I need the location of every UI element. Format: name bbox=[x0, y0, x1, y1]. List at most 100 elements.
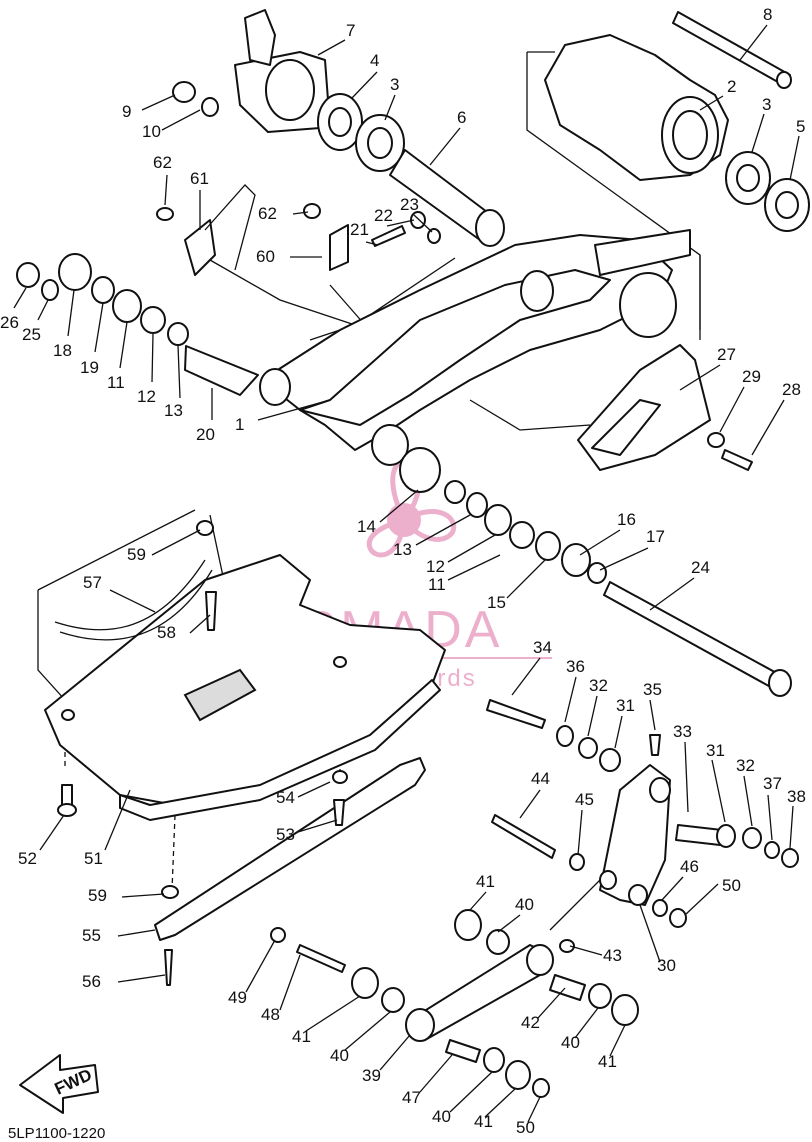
callout-53: 53 bbox=[276, 819, 338, 844]
leader-line bbox=[297, 781, 331, 798]
callout-number: 15 bbox=[487, 593, 506, 612]
callout-52: 52 bbox=[18, 814, 65, 868]
callout-62: 62 bbox=[258, 204, 309, 223]
callout-number: 46 bbox=[680, 857, 699, 876]
callout-49: 49 bbox=[228, 939, 276, 1007]
chain-guide bbox=[577, 344, 753, 471]
callout-42: 42 bbox=[521, 987, 566, 1032]
callout-number: 12 bbox=[426, 557, 445, 576]
leader-line bbox=[386, 219, 415, 227]
callout-21: 21 bbox=[350, 220, 379, 246]
callout-57: 57 bbox=[83, 573, 156, 613]
callout-number: 34 bbox=[533, 638, 552, 657]
callout-number: 32 bbox=[589, 676, 608, 695]
callout-number: 57 bbox=[83, 573, 102, 592]
leader-line bbox=[649, 699, 656, 731]
callout-37: 37 bbox=[763, 774, 782, 841]
callout-number: 47 bbox=[402, 1088, 421, 1107]
callout-58: 58 bbox=[157, 614, 211, 642]
callout-number: 13 bbox=[393, 540, 412, 559]
left-stack bbox=[16, 253, 259, 396]
callout-number: 20 bbox=[196, 425, 215, 444]
callout-29: 29 bbox=[719, 367, 761, 433]
callout-62: 62 bbox=[153, 153, 172, 206]
callout-44: 44 bbox=[519, 769, 550, 819]
callout-number: 13 bbox=[164, 401, 183, 420]
callout-number: 36 bbox=[566, 657, 585, 676]
leader-line bbox=[429, 127, 461, 166]
leader-line bbox=[789, 805, 794, 849]
callout-number: 40 bbox=[515, 895, 534, 914]
callout-number: 9 bbox=[122, 102, 131, 121]
leader-line bbox=[497, 914, 521, 933]
callout-40: 40 bbox=[497, 895, 534, 933]
callout-19: 19 bbox=[80, 302, 104, 377]
pivot-stack bbox=[399, 447, 792, 697]
callout-13: 13 bbox=[393, 514, 471, 559]
leader-line bbox=[189, 614, 211, 634]
linkage-parts bbox=[486, 699, 799, 928]
callout-number: 32 bbox=[736, 756, 755, 775]
callout-33: 33 bbox=[673, 722, 692, 813]
leader-line bbox=[37, 299, 49, 321]
lower-bar bbox=[154, 757, 426, 986]
callout-11: 11 bbox=[428, 554, 501, 594]
leader-line bbox=[94, 302, 104, 353]
callout-number: 62 bbox=[258, 204, 277, 223]
callout-18: 18 bbox=[53, 289, 75, 360]
parts-art: FWD bbox=[16, 9, 810, 1114]
callout-number: 17 bbox=[646, 527, 665, 546]
callout-number: 62 bbox=[153, 153, 172, 172]
callout-number: 23 bbox=[400, 195, 419, 214]
callout-number: 5 bbox=[796, 117, 805, 136]
callout-number: 52 bbox=[18, 849, 37, 868]
callout-4: 4 bbox=[351, 51, 379, 99]
callout-40: 40 bbox=[330, 1011, 391, 1065]
leader-line bbox=[574, 1007, 599, 1039]
leader-line bbox=[351, 71, 378, 99]
callout-number: 19 bbox=[80, 358, 99, 377]
callout-35: 35 bbox=[643, 680, 662, 731]
leader-line bbox=[161, 109, 201, 131]
leader-line bbox=[743, 775, 753, 827]
leader-line bbox=[245, 939, 276, 993]
callout-25: 25 bbox=[22, 299, 49, 344]
leader-line bbox=[39, 814, 65, 851]
callout-59: 59 bbox=[88, 886, 165, 905]
callout-number: 3 bbox=[762, 95, 771, 114]
leader-line bbox=[739, 24, 768, 61]
callout-number: 8 bbox=[763, 5, 772, 24]
callout-3: 3 bbox=[384, 75, 399, 121]
callout-45: 45 bbox=[575, 790, 594, 856]
connecting-rod bbox=[270, 909, 639, 1098]
callout-number: 60 bbox=[256, 247, 275, 266]
leader-line bbox=[104, 789, 131, 851]
callout-number: 1 bbox=[235, 415, 244, 434]
part-code: 5LP1100-1220 bbox=[8, 1125, 105, 1142]
leader-line bbox=[117, 974, 166, 983]
callout-17: 17 bbox=[599, 527, 665, 571]
leader-line bbox=[614, 715, 623, 749]
leader-line bbox=[141, 94, 176, 111]
callout-26: 26 bbox=[0, 287, 27, 332]
callout-31: 31 bbox=[706, 741, 726, 823]
callout-32: 32 bbox=[736, 756, 755, 827]
callout-number: 30 bbox=[657, 956, 676, 975]
callout-54: 54 bbox=[276, 781, 331, 807]
callout-number: 11 bbox=[107, 373, 125, 392]
callout-number: 58 bbox=[157, 623, 176, 642]
callout-number: 10 bbox=[142, 122, 161, 141]
callout-number: 55 bbox=[82, 926, 101, 945]
callout-9: 9 bbox=[122, 94, 176, 121]
leader-line bbox=[469, 891, 487, 911]
callout-number: 37 bbox=[763, 774, 782, 793]
leader-line bbox=[639, 904, 661, 963]
callout-20: 20 bbox=[196, 388, 215, 444]
callout-40: 40 bbox=[432, 1071, 493, 1126]
callout-41: 41 bbox=[598, 1024, 626, 1071]
leader-line bbox=[67, 289, 75, 337]
leader-line bbox=[649, 577, 695, 611]
leader-line bbox=[579, 529, 621, 556]
leader-line bbox=[305, 995, 361, 1032]
callout-23: 23 bbox=[400, 195, 433, 233]
